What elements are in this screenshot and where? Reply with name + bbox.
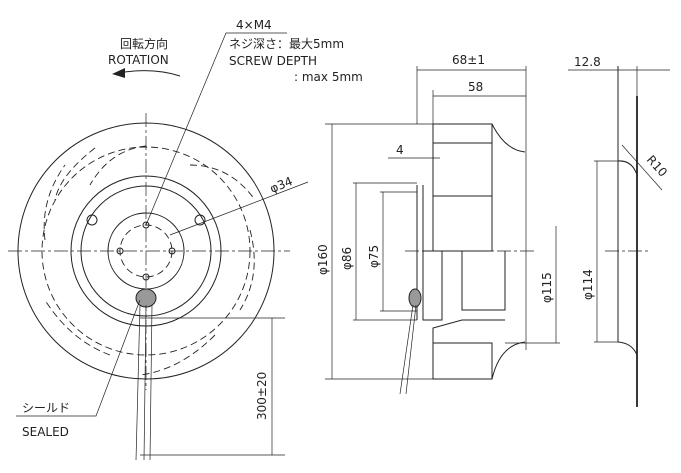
width-body-label: 58 (468, 80, 483, 94)
rotation-label-jp: 回転方向 (120, 36, 168, 51)
front-view: φ34 300±20 (8, 113, 309, 461)
screw-spec: 4×M4 (236, 18, 272, 32)
dia75-label: φ75 (367, 245, 381, 268)
rotation-label-en: ROTATION (108, 53, 169, 67)
blades (43, 145, 256, 376)
mount-hole (194, 214, 206, 226)
side-view: 68±1 58 4 φ160 φ86 φ75 φ115 (316, 53, 560, 395)
cable (135, 304, 153, 461)
inlet-dia-label: φ115 (540, 272, 554, 303)
rotation-arrow (124, 70, 181, 77)
cable-side (399, 304, 417, 395)
ring-depth-label: 12.8 (574, 55, 601, 69)
screw-depth-en: SCREW DEPTH (229, 54, 317, 68)
radius-label: R10 (644, 153, 670, 180)
dia86-label: φ86 (340, 247, 354, 270)
plate-thickness-label: 4 (396, 143, 404, 157)
cable-length-label: 300±20 (255, 372, 269, 420)
rotation-arrowhead-icon (112, 68, 125, 78)
mount-hole (86, 214, 98, 226)
seal-label-en: SEALED (22, 425, 69, 439)
seal-label-jp: シールド (22, 401, 70, 415)
outer-dia-label: φ160 (316, 244, 330, 275)
inlet-ring-view: 12.8 φ114 R10 (568, 55, 670, 407)
ring-dia-label: φ114 (581, 269, 595, 300)
screw-depth-jp: ネジ深さ：最大5mm (229, 37, 344, 51)
seal-grommet (135, 288, 157, 308)
screw-depth-max: : max 5mm (294, 70, 363, 84)
width-total-label: 68±1 (452, 53, 485, 67)
